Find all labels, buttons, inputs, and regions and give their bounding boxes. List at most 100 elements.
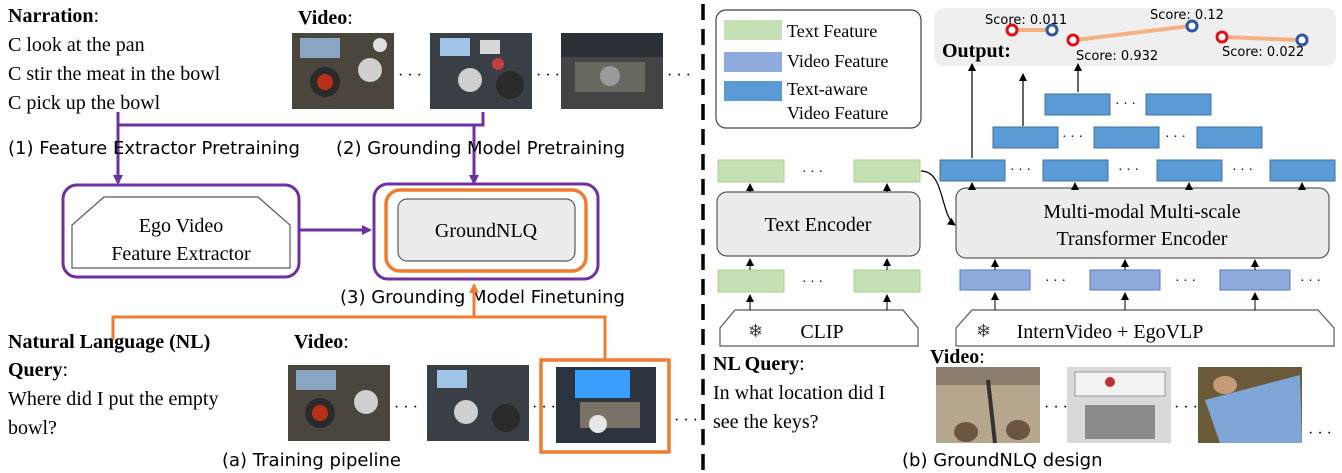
text-feature	[717, 269, 785, 293]
text-aware-feature	[1196, 126, 1263, 149]
groundnlq-design-panel: Text Feature Video Feature Text-aware Vi…	[713, 8, 1336, 471]
ellipsis: · · ·	[1308, 425, 1332, 442]
video-frame-right-3	[1198, 367, 1302, 443]
video-frame-top-3	[561, 33, 663, 109]
ellipsis: · · ·	[1010, 163, 1031, 178]
ellipsis: · · ·	[536, 67, 560, 84]
nl-query-line-1: In what location did I	[713, 382, 885, 404]
extractor-box	[71, 196, 291, 269]
ellipsis: · · ·	[1175, 274, 1196, 289]
legend-text-feature: Text Feature	[787, 21, 877, 41]
ellipsis: · · ·	[1300, 274, 1321, 289]
nlq-label-line-2: Query:	[8, 359, 68, 381]
nlq-text-line-2: bowl?	[8, 417, 57, 439]
snowflake-icon: ❄	[976, 321, 991, 341]
narration-label: Narration:	[8, 5, 99, 27]
nl-query-line-2: see the keys?	[713, 411, 819, 433]
ellipsis: · · ·	[1232, 163, 1253, 178]
ellipsis: · · ·	[394, 399, 418, 416]
segment-1-end	[1045, 23, 1059, 37]
legend-swatch-textaware	[724, 81, 782, 101]
video-label-top: Video:	[298, 7, 353, 29]
ellipsis: · · ·	[1118, 163, 1139, 178]
clip-label: CLIP	[800, 321, 843, 343]
segment-2	[1074, 24, 1191, 42]
ellipsis: · · ·	[1115, 97, 1136, 112]
stage-2-label: (2) Grounding Model Pretraining	[336, 138, 625, 159]
ellipsis: · · ·	[1174, 399, 1198, 416]
internvideo-label: InternVideo + EgoVLP	[1017, 321, 1204, 343]
ellipsis: · · ·	[532, 399, 556, 416]
ellipsis: · · ·	[1062, 130, 1083, 145]
extractor-line-2: Feature Extractor	[111, 243, 251, 265]
text-feature	[717, 159, 785, 183]
nlq-text-line-1: Where did I put the empty	[8, 388, 219, 410]
ellipsis: · · ·	[674, 412, 698, 429]
ellipsis: · · ·	[1165, 130, 1186, 145]
segment-3-end	[1295, 33, 1309, 47]
legend-textaware-line-2: Video Feature	[787, 103, 888, 123]
text-aware-feature	[1093, 126, 1160, 149]
score-3: Score: 0.932	[1076, 49, 1158, 64]
video-feature	[1089, 269, 1161, 291]
text-aware-feature	[992, 126, 1059, 149]
legend-swatch-text	[724, 20, 782, 40]
groundnlq-label: GroundNLQ	[435, 220, 538, 242]
text-encoder-box	[716, 191, 921, 257]
ellipsis: · · ·	[802, 165, 823, 180]
legend-swatch-video	[724, 52, 782, 72]
text-aware-feature	[1145, 93, 1212, 116]
multimodal-encoder-box	[955, 187, 1330, 259]
output-label: Output:	[942, 40, 1011, 62]
video-frame-bottom-2	[427, 365, 529, 441]
text-encoder-label: Text Encoder	[765, 214, 872, 236]
extractor-line-1: Ego Video	[139, 215, 224, 237]
text-aware-feature	[1269, 159, 1336, 182]
finetune-bracket	[111, 315, 607, 360]
training-pipeline-panel: Narration: C look at the pan C stir the …	[8, 5, 698, 471]
narration-line-3: C pick up the bowl	[8, 92, 161, 114]
ellipsis: · · ·	[667, 67, 691, 84]
video-frame-top-1	[292, 33, 394, 109]
narration-line-1: C look at the pan	[8, 34, 145, 56]
stage-3-label: (3) Grounding Model Finetuning	[340, 287, 625, 308]
segment-2-end	[1185, 19, 1199, 33]
nl-query-label: NL Query:	[713, 353, 805, 375]
segment-3	[1223, 35, 1301, 42]
video-frame-top-2	[430, 33, 532, 109]
video-frame-bottom-3	[556, 367, 656, 443]
ellipsis: · · ·	[802, 275, 823, 290]
ellipsis: · · ·	[398, 67, 422, 84]
segment-1-start	[1005, 23, 1019, 37]
video-label: Video:	[930, 346, 985, 368]
segment-2-start	[1066, 33, 1080, 47]
score-2: Score: 0.12	[1150, 8, 1224, 23]
text-feature	[853, 159, 921, 183]
output-panel	[934, 8, 1336, 66]
video-feature	[959, 269, 1031, 291]
legend-video-feature: Video Feature	[787, 51, 888, 71]
score-1: Score: 0.011	[985, 13, 1067, 28]
nlq-label-line-1: Natural Language (NL)	[8, 331, 210, 353]
text-aware-feature	[1156, 159, 1223, 182]
video-frame-right-2	[1067, 367, 1171, 443]
text-aware-feature	[1044, 93, 1111, 116]
pretraining-bracket	[116, 112, 485, 127]
video-label-bottom: Video:	[294, 331, 349, 353]
groundnlq-box	[397, 198, 576, 262]
legend-textaware-line-1: Text-aware	[787, 79, 868, 99]
video-backbone-box	[955, 309, 1335, 347]
arrow-text-to-multimodal	[920, 170, 956, 226]
snowflake-icon: ❄	[748, 321, 763, 341]
score-4: Score: 0.022	[1222, 45, 1304, 60]
multimodal-line-1: Multi-modal Multi-scale	[1043, 201, 1240, 223]
multimodal-line-2: Transformer Encoder	[1057, 228, 1228, 250]
segment-3-start	[1215, 30, 1229, 44]
text-feature	[853, 269, 921, 293]
video-feature	[1219, 269, 1291, 291]
clip-box	[719, 309, 919, 347]
video-frame-bottom-1	[288, 365, 390, 441]
ellipsis: · · ·	[1044, 399, 1068, 416]
narration-line-2: C stir the meat in the bowl	[8, 63, 221, 85]
